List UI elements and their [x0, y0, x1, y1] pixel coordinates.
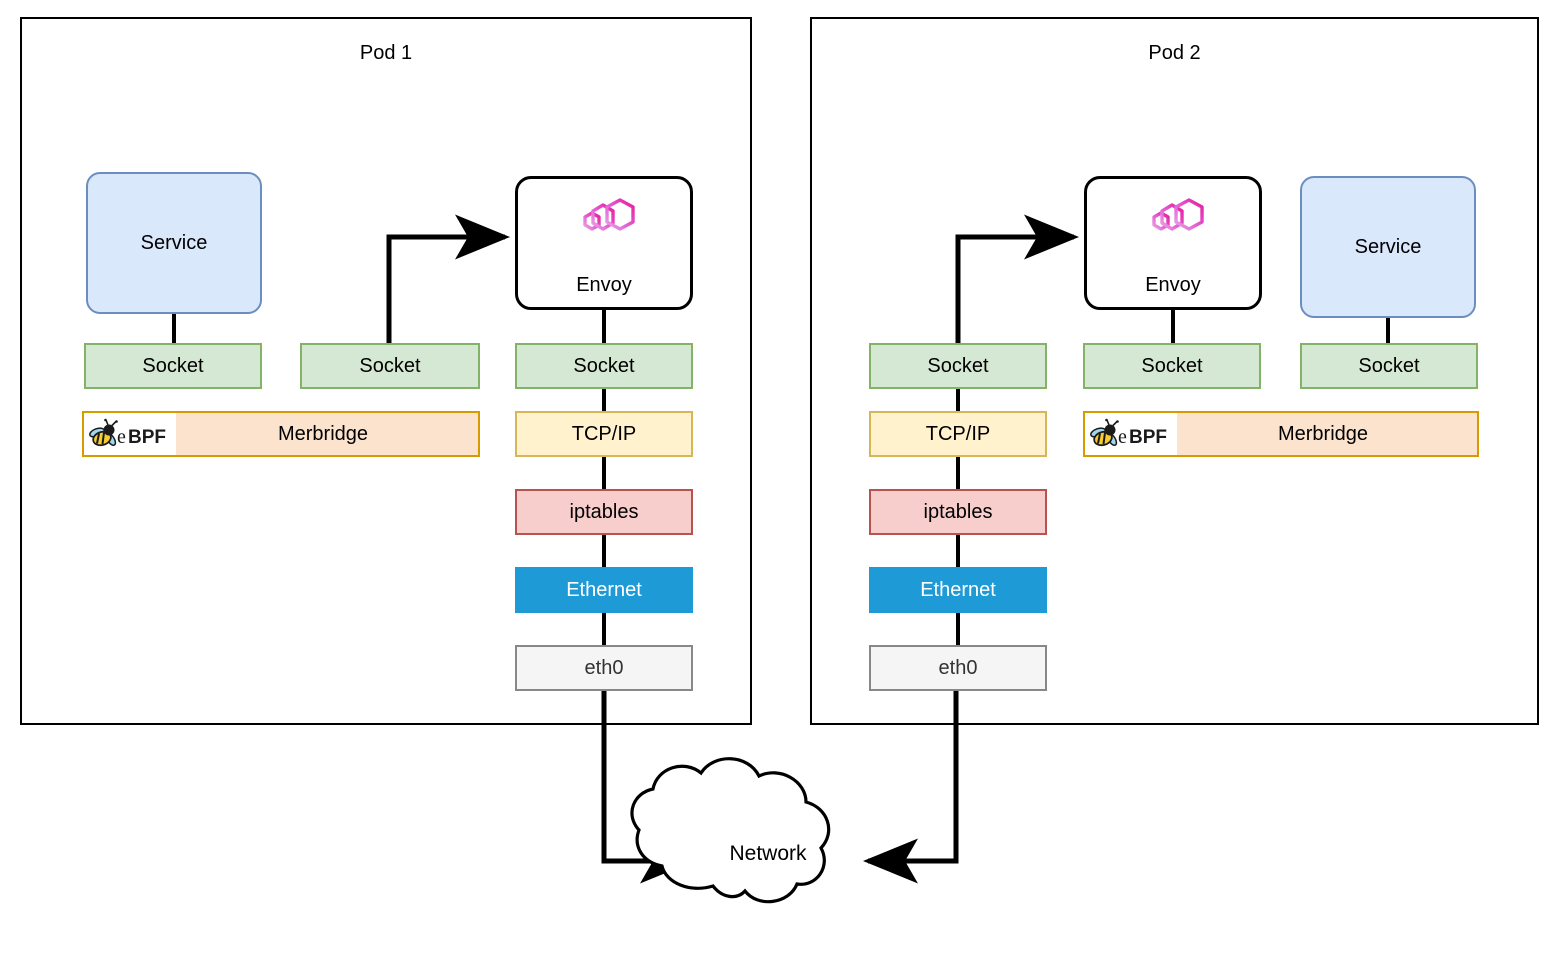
pod-2-tcpip-iptables-wire [956, 455, 960, 491]
pod-1-socket-envoy-label: Socket [573, 355, 635, 377]
svg-text:BPF: BPF [1129, 427, 1167, 448]
pod-1-tcpip-iptables-wire [602, 455, 606, 491]
pod-1-merbridge-bar[interactable]: e BPF Merbridge [82, 411, 480, 457]
pod-1-envoy-label: Envoy [576, 274, 632, 296]
pod-2-socket-service[interactable]: Socket [1300, 343, 1478, 389]
network-cloud-shape [630, 757, 831, 904]
pod-1-iptables-label: iptables [569, 501, 639, 523]
pod-2-envoy-label: Envoy [1145, 274, 1201, 296]
pod-1-tcpip-label: TCP/IP [571, 423, 637, 445]
pod-2-socket-tcpip-wire [956, 387, 960, 413]
pod-1-service-to-socket-wire [172, 312, 176, 344]
pod-2-merbridge-label: Merbridge [1277, 423, 1369, 445]
pod-1-iptables-ethernet-wire [602, 533, 606, 569]
pod-1-merbridge-label: Merbridge [277, 423, 369, 445]
pod-2-socket-envoy-label: Socket [1141, 355, 1203, 377]
pod-2-ethernet-label: Ethernet [920, 579, 996, 601]
pod-1-ethernet-eth0-wire [602, 611, 606, 647]
pod-2-tcpip-label: TCP/IP [925, 423, 991, 445]
envoy-hexagons-icon [573, 195, 635, 247]
pod-2-title: Pod 2 [1148, 42, 1201, 64]
pod-2-tcpip-box[interactable]: TCP/IP [869, 411, 1047, 457]
pod-1-eth0-box[interactable]: eth0 [515, 645, 693, 691]
pod-1-eth0-label: eth0 [584, 657, 624, 679]
pod-1-socket-outbound-label: Socket [359, 355, 421, 377]
pod-2-ethernet-box[interactable]: Ethernet [869, 567, 1047, 613]
pod-1-socket-outbound[interactable]: Socket [300, 343, 480, 389]
pod-1-iptables-box[interactable]: iptables [515, 489, 693, 535]
svg-text:e: e [1118, 426, 1127, 448]
pod-2-ethernet-eth0-wire [956, 611, 960, 647]
pod-1-title: Pod 1 [359, 42, 413, 64]
pod-2-envoy-to-socket-wire [1171, 308, 1175, 344]
pod-1-socket-service[interactable]: Socket [84, 343, 262, 389]
ebpf-bee-logo: e BPF [84, 413, 176, 455]
pod-2-service-box[interactable]: Service [1300, 176, 1476, 318]
pod-2-service-to-socket-wire [1386, 316, 1390, 344]
pod-2-eth0-box[interactable]: eth0 [869, 645, 1047, 691]
pod-1-tcpip-box[interactable]: TCP/IP [515, 411, 693, 457]
pod-2-merbridge-bar[interactable]: e BPF Merbridge [1083, 411, 1479, 457]
pod-1-socket-service-label: Socket [142, 355, 204, 377]
pod-2-envoy-box[interactable]: Envoy [1084, 176, 1262, 310]
svg-text:e: e [117, 426, 126, 448]
ebpf-bee-logo: e BPF [1085, 413, 1177, 455]
pod-1-envoy-to-socket-wire [602, 308, 606, 344]
pod-2-socket-service-label: Socket [1358, 355, 1420, 377]
svg-text:BPF: BPF [128, 427, 166, 448]
pod-2-socket-inbound[interactable]: Socket [869, 343, 1047, 389]
pod-1-service-box[interactable]: Service [86, 172, 262, 314]
pod-2-socket-inbound-label: Socket [927, 355, 989, 377]
pod-1-ethernet-box[interactable]: Ethernet [515, 567, 693, 613]
pod-1-socket-tcpip-wire [602, 387, 606, 413]
pod-1-service-label: Service [140, 232, 208, 254]
pod-1-ethernet-label: Ethernet [566, 579, 642, 601]
pod-2-service-label: Service [1354, 236, 1422, 258]
pod-2-iptables-ethernet-wire [956, 533, 960, 569]
pod-1-socket-envoy[interactable]: Socket [515, 343, 693, 389]
pod-2-socket-envoy[interactable]: Socket [1083, 343, 1261, 389]
pod-2-iptables-box[interactable]: iptables [869, 489, 1047, 535]
pod-2-iptables-label: iptables [923, 501, 993, 523]
pod-1-envoy-box[interactable]: Envoy [515, 176, 693, 310]
network-cloud-label: Network [729, 842, 807, 865]
envoy-hexagons-icon [1142, 195, 1204, 247]
pod-2-eth0-label: eth0 [938, 657, 978, 679]
